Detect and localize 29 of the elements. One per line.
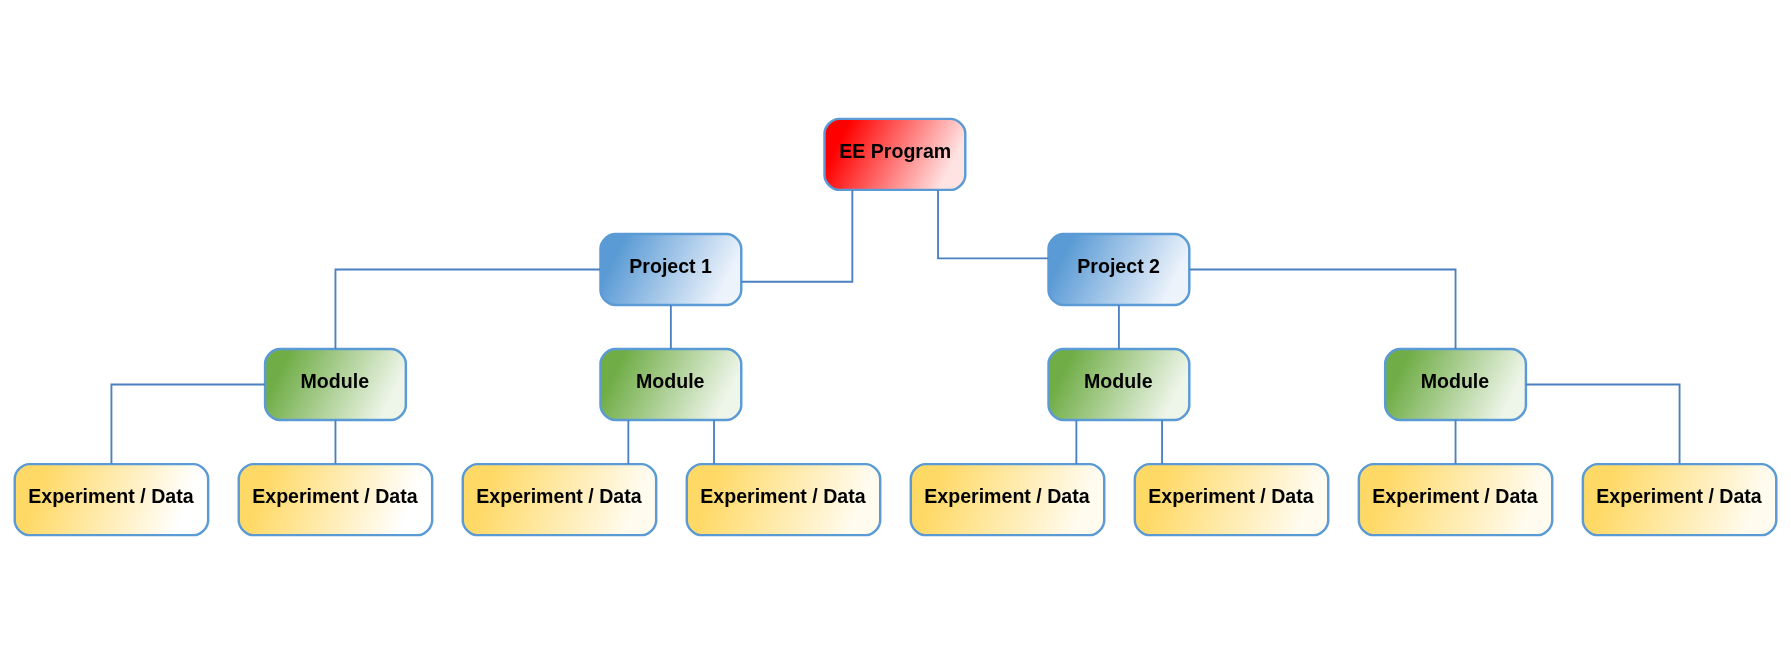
connector (713, 419, 715, 465)
connector (669, 304, 672, 350)
node-box: Module (599, 347, 743, 422)
node-box: Experiment / Data (461, 462, 658, 537)
connector (110, 383, 266, 465)
node-box: Module (1383, 347, 1528, 422)
node-box: Experiment / Data (1581, 462, 1778, 537)
connector (627, 419, 630, 465)
node-box: Module (263, 347, 408, 422)
connector (1188, 268, 1457, 350)
connector (1075, 419, 1078, 465)
node-box: Experiment / Data (685, 462, 882, 537)
connector (937, 189, 1050, 260)
connector (334, 419, 337, 465)
connector (1161, 419, 1163, 465)
node-box: Experiment / Data (237, 462, 434, 537)
node-box: Experiment / Data (909, 462, 1106, 537)
node-box: EE Program (823, 117, 967, 192)
node-box: Module (1047, 347, 1191, 422)
connector (740, 189, 854, 283)
connector (1454, 419, 1457, 465)
connector (334, 268, 602, 350)
node-box: Project 2 (1047, 232, 1191, 307)
connector (1118, 304, 1120, 350)
node-box: Experiment / Data (1357, 462, 1554, 537)
node-box: Project 1 (599, 232, 743, 307)
connector (1525, 383, 1681, 465)
node-box: Experiment / Data (1133, 462, 1330, 537)
node-box: Experiment / Data (13, 462, 210, 537)
